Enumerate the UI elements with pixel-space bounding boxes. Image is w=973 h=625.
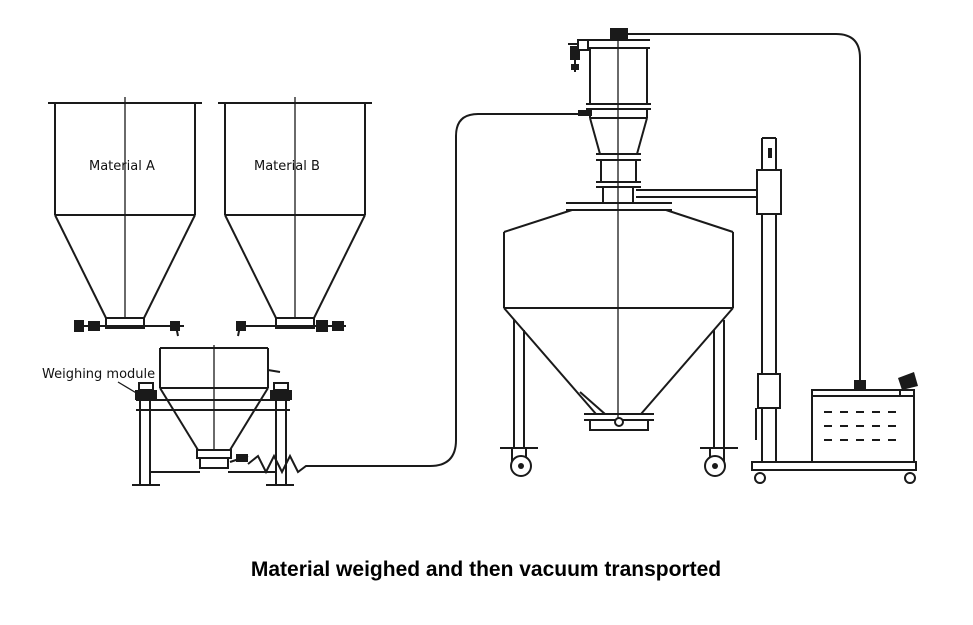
receiving-bin bbox=[503, 202, 734, 431]
vacuum-valve-assembly bbox=[568, 39, 589, 72]
vacuum-receiver bbox=[578, 28, 651, 420]
vacuum-pump-unit bbox=[751, 372, 918, 484]
conveying-hose bbox=[247, 113, 585, 475]
material-b-label: Material B bbox=[254, 159, 320, 174]
material-a-label: Material A bbox=[89, 159, 155, 174]
diagram-caption: Material weighed and then vacuum transpo… bbox=[251, 558, 721, 581]
caster-wheel-left bbox=[510, 448, 532, 477]
support-arm bbox=[636, 189, 758, 198]
hopper-material-a bbox=[48, 97, 202, 337]
pump-vents bbox=[824, 411, 896, 441]
vacuum-line bbox=[628, 33, 861, 382]
weighing-frame bbox=[132, 399, 294, 486]
load-cell-left bbox=[135, 382, 157, 400]
weighing-module-leader bbox=[117, 381, 139, 395]
caster-wheel-right bbox=[704, 448, 726, 477]
bin-legs bbox=[500, 320, 738, 449]
hopper-material-b bbox=[218, 97, 372, 337]
load-cell-right bbox=[270, 382, 292, 400]
weighing-hopper bbox=[159, 345, 281, 469]
weighing-module-label: Weighing module bbox=[42, 367, 155, 382]
support-column bbox=[755, 137, 782, 462]
